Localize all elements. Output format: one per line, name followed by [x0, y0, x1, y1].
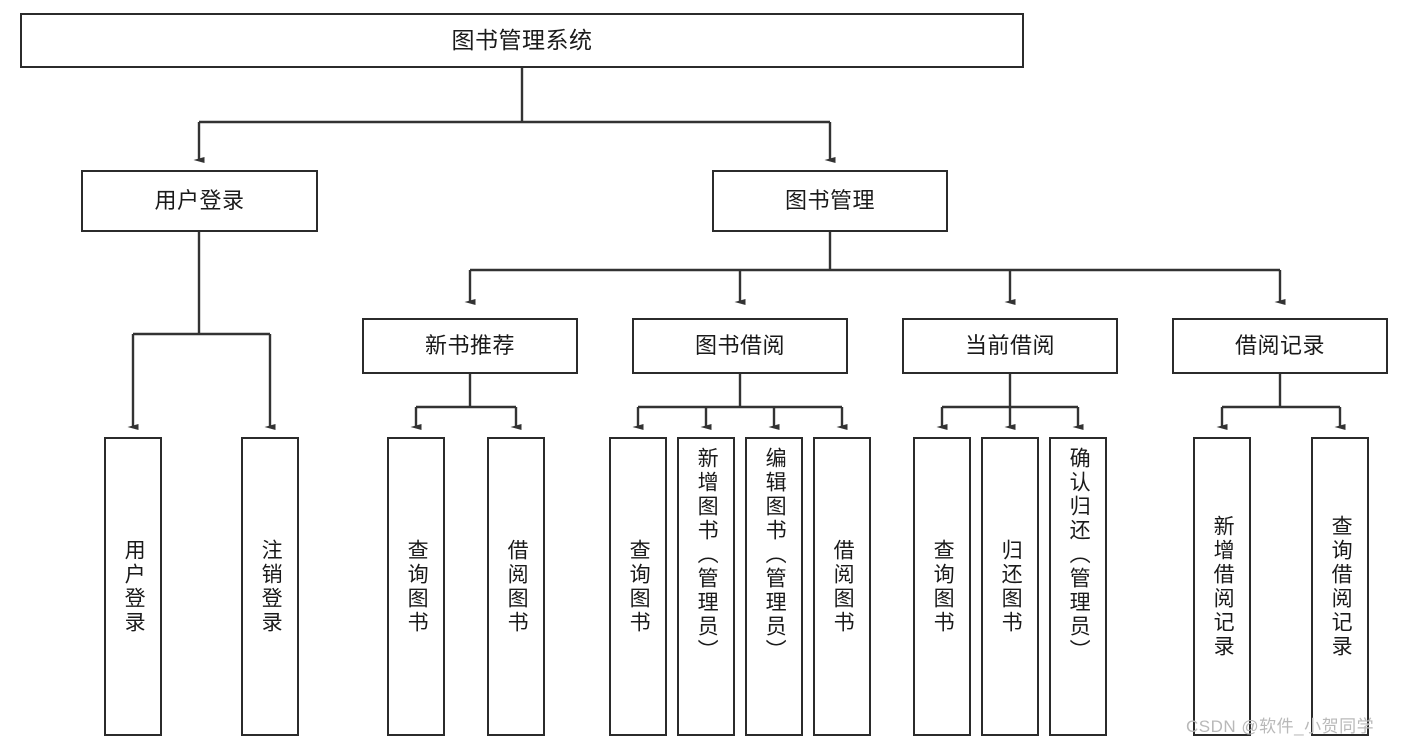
node-label: 查询图书	[405, 538, 429, 635]
node-label: 注销登录	[259, 538, 283, 635]
leaf-book-borrow-lend[interactable]: 借阅图书	[813, 437, 871, 736]
leaf-current-borrow-query[interactable]: 查询图书	[913, 437, 971, 736]
node-label: 图书管理系统	[451, 26, 593, 53]
node-label: 新书推荐	[424, 333, 515, 359]
leaf-book-borrow-edit[interactable]: 编辑图书（管理员）	[745, 437, 803, 736]
leaf-new-book-borrow[interactable]: 借阅图书	[487, 437, 545, 736]
node-label: 编辑图书（管理员）	[763, 447, 787, 663]
node-label: 归还图书	[999, 538, 1023, 635]
node-current-borrow[interactable]: 当前借阅	[902, 318, 1118, 374]
leaf-user-login-signout[interactable]: 注销登录	[241, 437, 299, 736]
node-label: 确认归还（管理员）	[1067, 447, 1091, 663]
node-label: 新增图书（管理员）	[695, 447, 719, 663]
node-label: 图书管理	[784, 188, 875, 214]
node-root-system[interactable]: 图书管理系统	[20, 13, 1024, 68]
node-label: 查询借阅记录	[1329, 514, 1353, 659]
csdn-watermark: CSDN @软件_小贺同学	[1186, 717, 1375, 736]
node-label: 借阅记录	[1234, 333, 1325, 359]
node-label: 用户登录	[154, 188, 245, 214]
leaf-user-login-signin[interactable]: 用户登录	[104, 437, 162, 736]
node-label: 借阅图书	[831, 538, 855, 635]
node-label: 当前借阅	[964, 333, 1055, 359]
leaf-borrow-record-add[interactable]: 新增借阅记录	[1193, 437, 1251, 736]
node-borrow-record[interactable]: 借阅记录	[1172, 318, 1388, 374]
node-label: 查询图书	[627, 538, 651, 635]
leaf-borrow-record-query[interactable]: 查询借阅记录	[1311, 437, 1369, 736]
node-label: 借阅图书	[505, 538, 529, 635]
node-label: 图书借阅	[694, 333, 785, 359]
node-label: 用户登录	[122, 538, 146, 635]
node-label: 新增借阅记录	[1211, 514, 1235, 659]
leaf-book-borrow-query[interactable]: 查询图书	[609, 437, 667, 736]
leaf-current-borrow-confirm-return[interactable]: 确认归还（管理员）	[1049, 437, 1107, 736]
node-new-book-recommend[interactable]: 新书推荐	[362, 318, 578, 374]
leaf-new-book-query[interactable]: 查询图书	[387, 437, 445, 736]
node-book-borrow[interactable]: 图书借阅	[632, 318, 848, 374]
node-user-login[interactable]: 用户登录	[81, 170, 318, 232]
leaf-current-borrow-return[interactable]: 归还图书	[981, 437, 1039, 736]
leaf-book-borrow-add[interactable]: 新增图书（管理员）	[677, 437, 735, 736]
node-book-management[interactable]: 图书管理	[712, 170, 948, 232]
node-label: 查询图书	[931, 538, 955, 635]
